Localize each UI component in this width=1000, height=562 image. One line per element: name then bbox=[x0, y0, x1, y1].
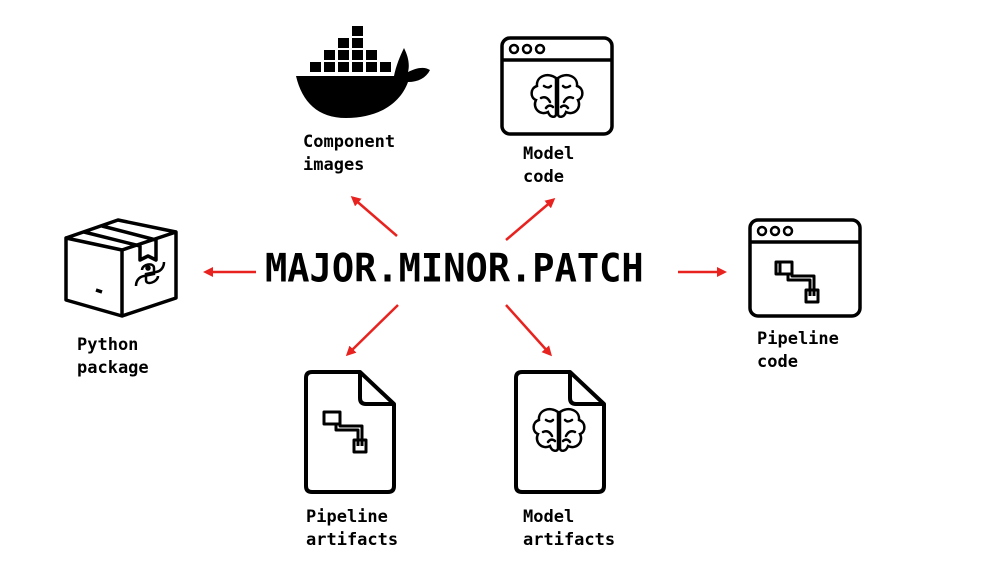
document-pipe-icon bbox=[304, 370, 396, 494]
version-scheme-label: MAJOR.MINOR.PATCH bbox=[265, 245, 644, 292]
arrow-to-pipeline-artifacts bbox=[345, 304, 399, 357]
docker-whale-icon bbox=[296, 26, 430, 118]
package-box-python-icon bbox=[64, 218, 178, 318]
browser-window-pipe-icon bbox=[748, 218, 862, 318]
document-brain-icon bbox=[514, 370, 606, 494]
arrow-to-model-artifacts bbox=[505, 304, 553, 357]
browser-window-brain-icon bbox=[500, 36, 614, 136]
arrow-to-component-images bbox=[350, 196, 398, 237]
arrow-to-model-code bbox=[505, 198, 556, 241]
